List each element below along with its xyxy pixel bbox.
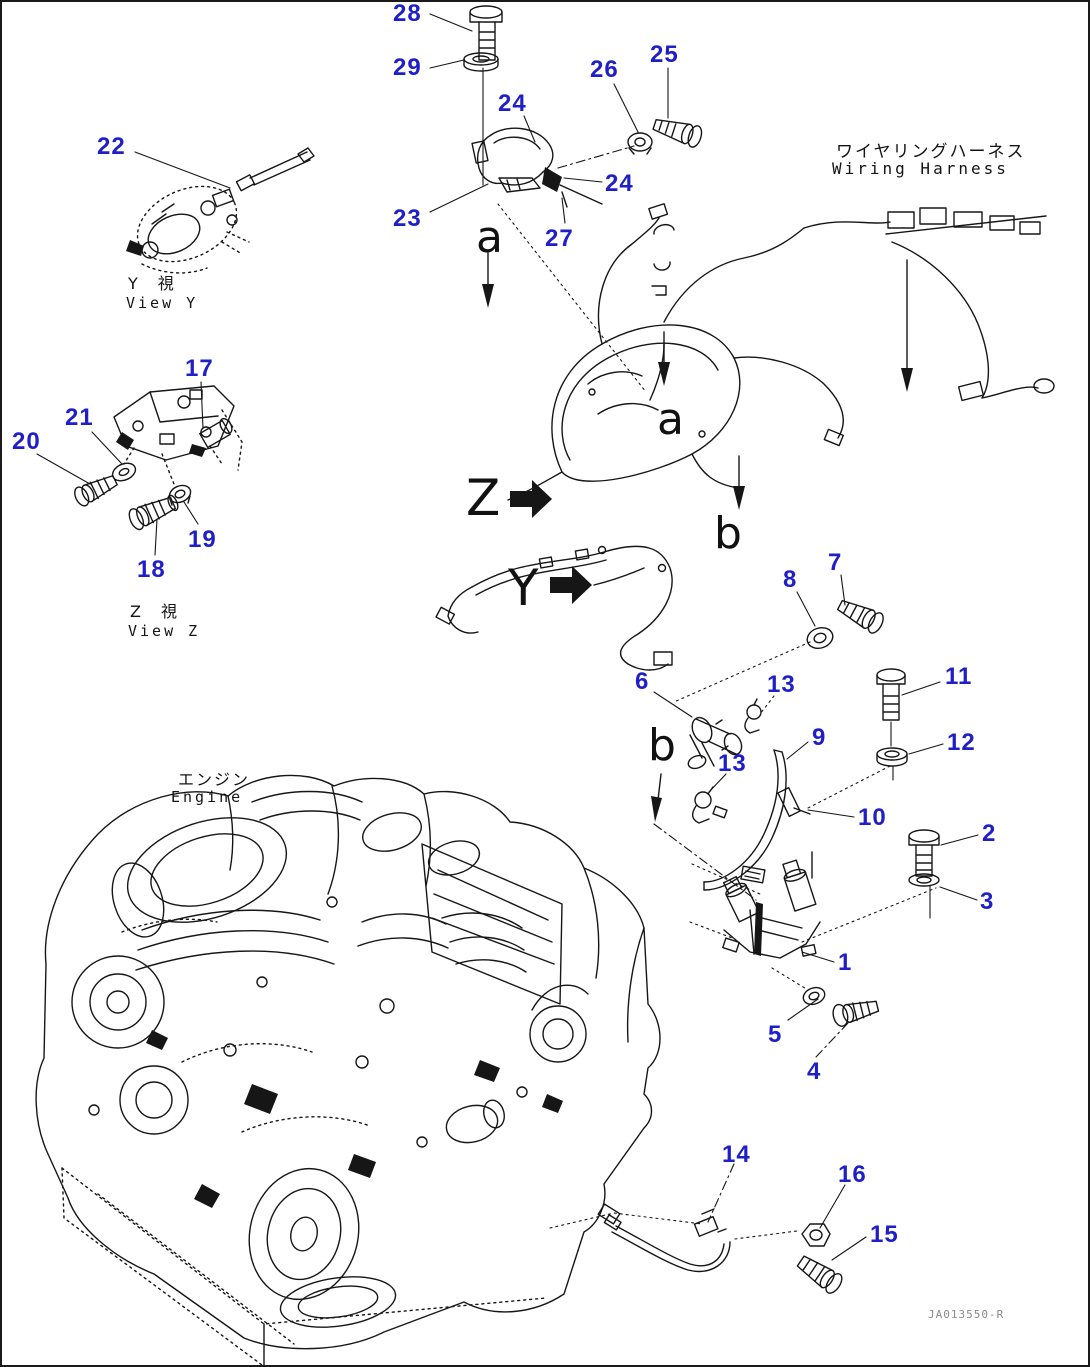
callout-24-b[interactable]: 24	[605, 170, 634, 197]
part-14-wire-icon	[597, 1203, 731, 1272]
callout-26[interactable]: 26	[590, 56, 619, 83]
callout-8[interactable]: 8	[783, 566, 798, 593]
callout-1[interactable]: 1	[838, 949, 853, 976]
callout-3[interactable]: 3	[980, 888, 995, 915]
view-z-illustration	[74, 385, 243, 531]
engine-illustration	[35, 774, 661, 1365]
callout-23[interactable]: 23	[393, 205, 422, 232]
view-y-illustration	[126, 147, 315, 274]
callout-20[interactable]: 20	[12, 428, 41, 455]
callout-10[interactable]: 10	[858, 804, 887, 831]
part-19-washer-icon	[168, 484, 192, 506]
y-direction-letter: Y	[508, 559, 539, 617]
part-16-nut-icon	[801, 1223, 831, 1247]
engine-label-ja: エンジン	[178, 770, 251, 789]
part-15-bolt-icon	[796, 1255, 843, 1294]
assembly-relation-lines	[497, 145, 937, 1240]
part-17-fitting-icon	[199, 417, 233, 449]
z-direction-arrow-icon	[510, 480, 552, 518]
section-marker-arrows	[482, 251, 745, 822]
part-13-clip-icon-a	[744, 698, 762, 734]
callout-4[interactable]: 4	[807, 1058, 822, 1085]
callout-24-a[interactable]: 24	[498, 90, 527, 117]
part-11-bolt-icon	[876, 668, 906, 721]
callout-5[interactable]: 5	[768, 1021, 783, 1048]
y-direction-arrow-icon	[550, 566, 592, 604]
view-y-label-ja: Y 視	[128, 274, 176, 293]
callout-25[interactable]: 25	[650, 41, 679, 68]
callout-14[interactable]: 14	[722, 1141, 751, 1168]
wiring-harness-label-en: Wiring Harness	[832, 159, 1009, 178]
callout-13-b[interactable]: 13	[718, 750, 747, 777]
engine-label-en: Engine	[171, 788, 244, 806]
part-8-washer-icon	[806, 626, 834, 650]
wiring-harness-illustration	[435, 203, 1055, 671]
part-5-washer-icon	[802, 986, 826, 1006]
wiring-harness-label-ja: ワイヤリングハーネス	[836, 142, 1026, 162]
callout-13-a[interactable]: 13	[767, 671, 796, 698]
part-9-10-hose-icon	[703, 749, 811, 891]
callout-18[interactable]: 18	[137, 556, 166, 583]
callout-9[interactable]: 9	[812, 724, 827, 751]
part-4-bolt-icon	[832, 1000, 880, 1027]
arrow-a1-down-icon	[482, 251, 494, 308]
part-28-bolt-icon	[469, 5, 503, 61]
z-direction-letter: Z	[466, 469, 501, 527]
callout-17[interactable]: 17	[185, 355, 214, 382]
view-direction-arrows	[510, 480, 592, 604]
arrow-b1-down-icon	[733, 455, 745, 510]
view-z-label-ja: Z 視	[130, 602, 179, 621]
leader-lines	[36, 13, 979, 1261]
callout-15[interactable]: 15	[870, 1221, 899, 1248]
part-29-nut-icon	[463, 52, 499, 72]
callout-19[interactable]: 19	[188, 526, 217, 553]
part-3-washer-icon	[908, 873, 940, 887]
part-6-fitting-icon	[687, 716, 743, 770]
right-side-parts	[687, 599, 940, 1027]
section-marker-a1: a	[476, 212, 503, 263]
part-12-washer-icon	[876, 747, 908, 767]
view-y-label-en: View Y	[126, 294, 199, 312]
drawing-code: JA013550-R	[928, 1308, 1005, 1321]
top-bracket-assembly-illustration	[463, 5, 703, 208]
part-20-bolt-icon	[74, 475, 118, 507]
arrow-a2-down-icon	[658, 331, 670, 386]
part-13-clip-icon-b	[691, 786, 728, 824]
arrow-b2-down-icon	[651, 773, 662, 822]
callout-2[interactable]: 2	[982, 820, 997, 847]
callout-29[interactable]: 29	[393, 54, 422, 81]
callout-7[interactable]: 7	[828, 549, 843, 576]
harness-clamp-symbols	[651, 223, 675, 296]
section-marker-b2: b	[648, 720, 676, 771]
part-25-bolt-icon	[652, 118, 703, 148]
view-z-label-en: View Z	[128, 622, 201, 640]
part-18-bolt-icon	[128, 494, 179, 531]
callout-22[interactable]: 22	[97, 133, 126, 160]
part-2-bolt-icon	[908, 829, 940, 877]
part-7-bolt-icon	[836, 599, 884, 634]
section-marker-b1: b	[714, 508, 742, 559]
callout-11[interactable]: 11	[945, 663, 973, 690]
callout-28[interactable]: 28	[393, 0, 422, 27]
callout-27[interactable]: 27	[545, 225, 574, 252]
part-26-nut-icon	[627, 132, 653, 155]
section-marker-a2: a	[657, 394, 684, 445]
callout-21[interactable]: 21	[65, 404, 94, 431]
callout-16[interactable]: 16	[838, 1161, 867, 1188]
callout-12[interactable]: 12	[947, 729, 976, 756]
callout-6[interactable]: 6	[635, 668, 650, 695]
bottom-parts	[597, 1203, 843, 1294]
part-21-washer-icon	[111, 462, 137, 482]
part-1-bracket-icon	[722, 851, 821, 959]
